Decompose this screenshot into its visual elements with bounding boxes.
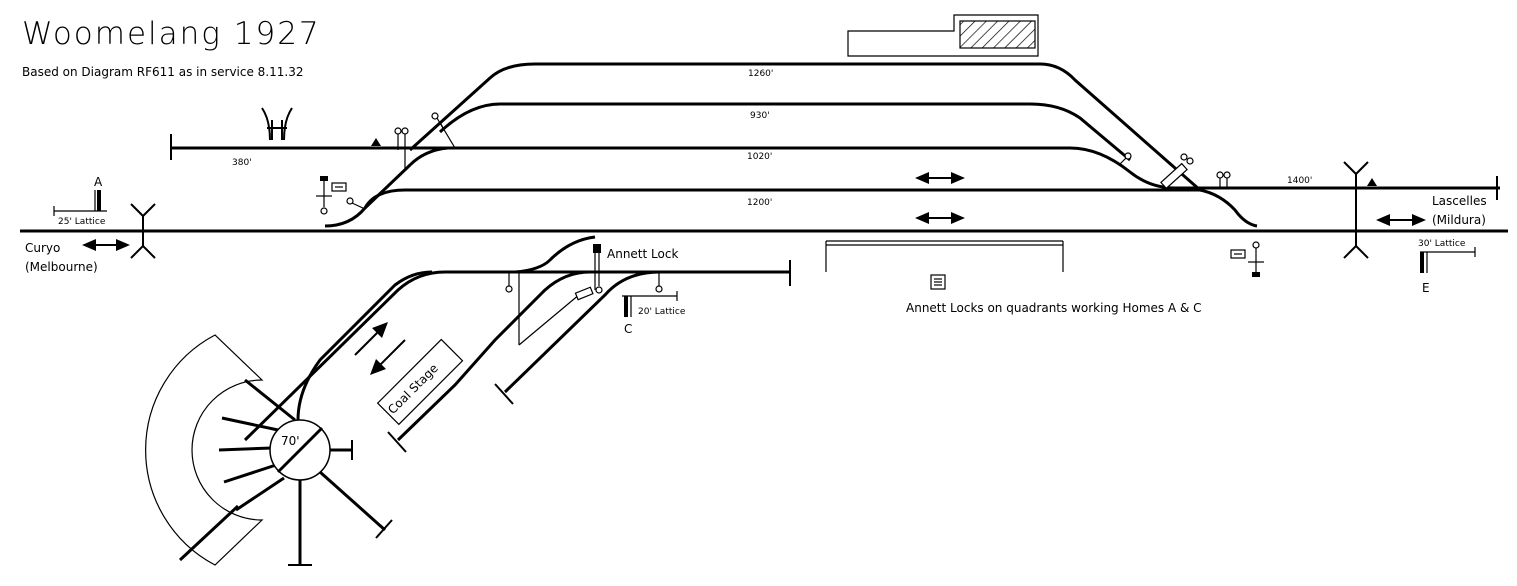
home-signal-c: 20' Lattice C <box>622 291 686 336</box>
right-shunt-signal <box>1230 241 1264 277</box>
loop-top-length: 1260' <box>748 69 773 79</box>
siding-length: 380' <box>232 158 252 168</box>
back-siding <box>503 270 661 394</box>
signal-e-letter: E <box>1422 281 1430 295</box>
left-loop-signals <box>394 112 456 170</box>
annett-lock-icon <box>593 244 601 253</box>
left-destination-via: (Melbourne) <box>25 260 98 274</box>
signal-e-post: 30' Lattice <box>1418 239 1466 249</box>
right-boundary-marker <box>1343 161 1369 259</box>
turntable-road-stop <box>375 519 393 539</box>
home-signal-a: A 25' Lattice <box>53 175 107 227</box>
loop-2-track <box>438 102 1131 162</box>
left-destination: Curyo <box>25 241 60 255</box>
station-building <box>847 14 1039 57</box>
right-destination: Lascelles <box>1432 194 1487 208</box>
yard-signals <box>505 252 663 346</box>
right-loop-signals <box>1119 152 1231 190</box>
loop-4-track <box>324 188 1258 228</box>
left-boundary-marker <box>130 203 156 259</box>
turntable-roads <box>178 378 386 565</box>
yard-down-arrow-icon <box>370 339 406 375</box>
loop-3-track <box>170 146 1176 190</box>
loop-3-length: 1020' <box>747 152 772 162</box>
loop-3-entry-track <box>363 146 449 210</box>
loop-direction-arrow-icon <box>915 172 965 184</box>
signal-c-letter: C <box>624 322 632 336</box>
home-signal-e: 30' Lattice E <box>1418 239 1476 295</box>
turntable-bridge <box>276 426 324 474</box>
platform <box>825 240 1064 272</box>
left-shunt-signal <box>316 176 366 215</box>
right-main-length: 1400' <box>1287 176 1312 186</box>
annett-lock-note: Annett Locks on quadrants working Homes … <box>906 301 1202 315</box>
loop-top-track <box>408 62 1201 192</box>
coal-stage-siding <box>396 270 591 442</box>
triangle-marker-icon <box>1367 178 1377 186</box>
loop-direction-arrow-icon <box>915 212 965 224</box>
signal-a-post: 25' Lattice <box>58 217 106 227</box>
coal-stage: Coal Stage <box>376 338 464 426</box>
right-destination-via: (Mildura) <box>1432 213 1486 227</box>
annett-lock-frame-icon <box>930 274 946 290</box>
annett-lock-spur <box>514 235 596 274</box>
coal-siding-stop <box>387 431 407 453</box>
right-direction-arrow-icon <box>1376 214 1426 226</box>
annett-lock-label: Annett Lock <box>607 247 678 261</box>
loop-2-length: 930' <box>750 111 770 121</box>
water-crane-icon <box>261 107 293 141</box>
yard-up-arrow-icon <box>354 322 388 356</box>
signal-a-letter: A <box>94 175 103 189</box>
left-direction-arrow-icon <box>82 239 130 251</box>
triangle-marker-icon <box>371 138 381 146</box>
turntable-pit-wall <box>145 334 264 566</box>
diagram-title: Woomelang 1927 <box>22 16 321 52</box>
loco-siding <box>296 270 433 421</box>
back-siding-stop <box>494 383 514 405</box>
yard-main-siding <box>243 270 790 442</box>
diagram-subtitle: Based on Diagram RF611 as in service 8.1… <box>22 65 303 79</box>
turntable-size: 70' <box>281 434 300 448</box>
signal-c-post: 20' Lattice <box>638 307 686 317</box>
loop-4-length: 1200' <box>747 198 772 208</box>
